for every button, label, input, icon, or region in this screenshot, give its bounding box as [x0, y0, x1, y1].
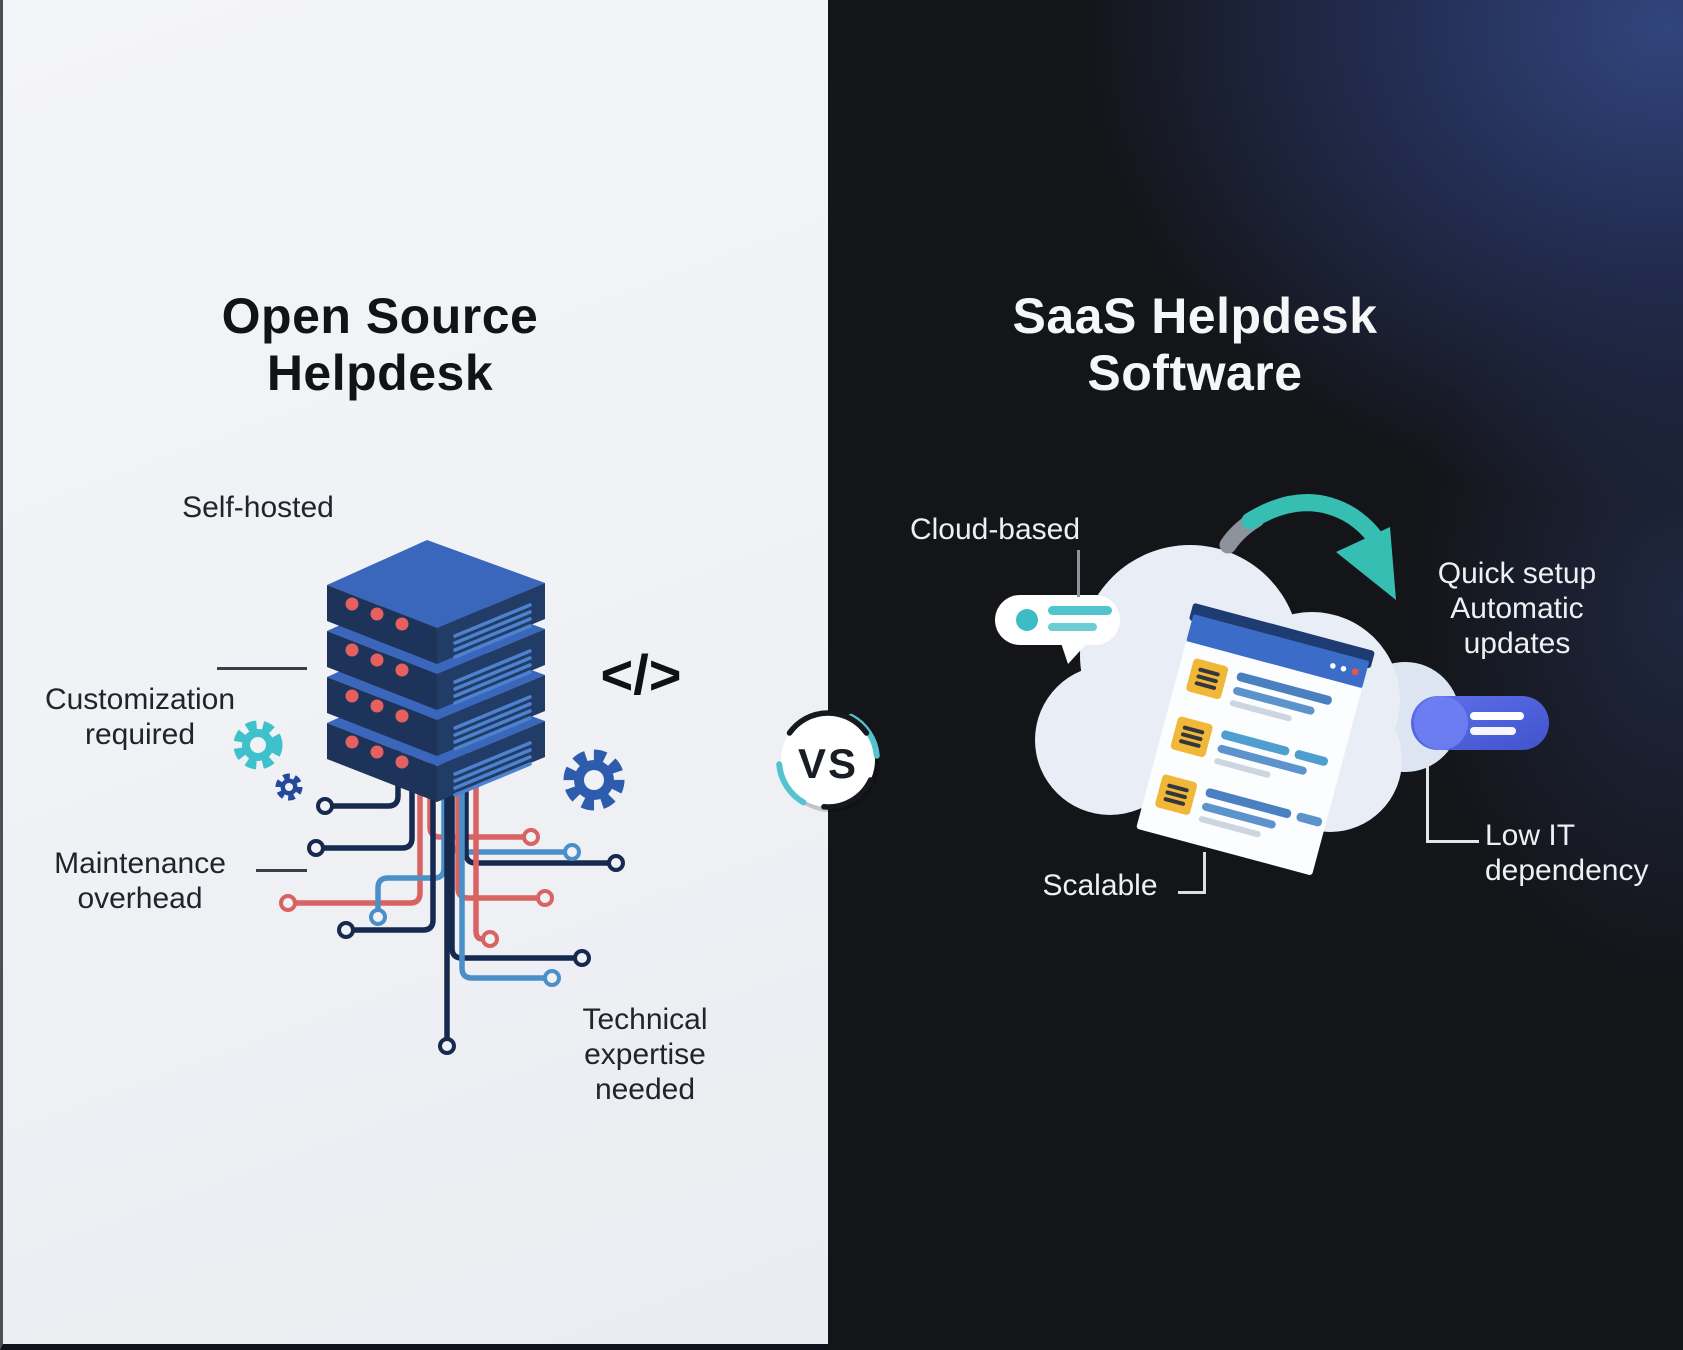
leader-low-it: [1426, 752, 1479, 843]
open-source-title: Open Source Helpdesk: [221, 288, 539, 401]
code-icon: </>: [601, 643, 682, 706]
gear-small-navy-icon: [275, 773, 303, 801]
label-scalable: Scalable: [1042, 869, 1158, 902]
label-customization-required: Customization required: [44, 683, 236, 752]
server-stack-icon: [327, 540, 545, 802]
label-technical-expertise: Technical expertise needed: [582, 1003, 708, 1107]
gear-blue-icon: [563, 749, 625, 811]
label-maintenance-overhead: Maintenance overhead: [54, 847, 226, 916]
label-quick-setup-automatic-updates: Quick setup Automatic updates: [1432, 556, 1602, 661]
chat-bubble-icon: [995, 595, 1120, 664]
label-self-hosted: Self-hosted: [182, 491, 334, 524]
menu-pill-icon: [1411, 696, 1549, 750]
label-quick-setup-line: Quick setup: [1437, 557, 1597, 590]
update-arrow-icon: [1219, 494, 1396, 600]
label-automatic-updates-line: Automatic updates: [1450, 592, 1584, 661]
gear-teal-icon: [233, 720, 283, 770]
leader-customization: [217, 667, 307, 670]
label-cloud-based: Cloud-based: [909, 513, 1081, 546]
leader-scalable: [1178, 852, 1206, 894]
browser-window-icon: [1136, 603, 1375, 875]
vs-badge: VS: [776, 710, 880, 812]
saas-title: SaaS Helpdesk Software: [1012, 288, 1378, 401]
label-low-it-dependency: Low IT dependency: [1485, 819, 1649, 888]
leader-maintenance: [256, 869, 307, 872]
vs-badge-text: VS: [798, 740, 858, 787]
leader-cloud-based: [1077, 550, 1080, 597]
